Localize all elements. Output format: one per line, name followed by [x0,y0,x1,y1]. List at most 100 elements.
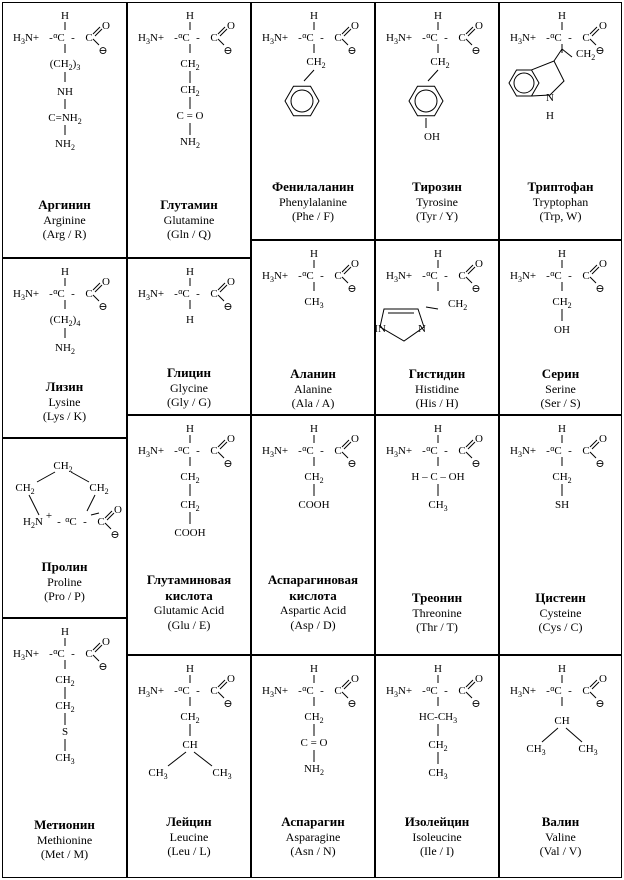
alpha-carbon-label: αC [53,647,65,660]
abbreviation: (Ala / A) [291,395,335,410]
english-name: Proline [47,574,82,589]
structure-formula: HH3​N+-αC-CO⊖CH2​OH [386,10,483,143]
amino-acid-cell: CH2​CH2​CH2​H2​N+αC--CO⊖ПролинProline(Pr… [2,438,127,618]
bond-dash: - [546,685,550,697]
group-label: CH3​ [304,296,323,310]
amine-group-label: H3​N+ [262,32,288,46]
amino-acid-cell: HH3​N+-αC-CO⊖(CH2​)3​NHC=NH2​NH2​Аргинин… [2,2,127,258]
double-bond [343,441,352,450]
alpha-h-label: H [61,10,69,22]
double-bond [591,681,600,690]
structure-formula: HH3​N+-αC-CO⊖(CH2​)3​NHC=NH2​NH2​ [13,10,110,152]
carboxyl-carbon-label: C [334,32,341,44]
negative-charge-label: ⊖ [223,458,232,470]
english-name: Serine [545,381,576,396]
bond-dash: - [71,288,75,300]
amine-group-label: H3​N+ [386,270,412,284]
group-label: CH2​ [180,499,199,513]
ring-ch2-label: CH2​ [15,482,34,496]
alpha-carbon-label: αC [550,444,562,457]
double-bond [92,282,101,291]
double-bond [341,439,350,448]
russian-name: Метионин [34,817,95,832]
bond-dash: - [546,32,550,44]
bond [565,727,583,743]
abbreviation: (Lys / K) [42,408,87,423]
double-bond [467,441,476,450]
bond-dash: - [320,32,324,44]
bond-dash: - [568,685,572,697]
ring-h-label: H [546,110,554,122]
bond-dash: - [174,445,178,457]
english-name: Arginine [43,212,86,227]
english-name: Glutamic Acid [153,603,225,618]
alpha-h-label: H [558,248,566,260]
english-name: Glutamine [163,212,215,227]
double-bond [341,679,350,688]
oxygen-label: O [599,258,607,270]
structure-formula: HH3​N+-αC-CO⊖CH2​HNN [376,248,483,342]
bond-dash: - [320,270,324,282]
alpha-h-label: H [310,248,318,260]
oxygen-label: O [102,276,110,288]
alpha-carbon-label: αC [550,684,562,697]
alpha-h-label: H [558,423,566,435]
carboxyl-carbon-label: C [582,685,589,697]
russian-name: Пролин [41,559,88,574]
bond [92,294,100,302]
bond [92,38,100,46]
negative-charge-label: ⊖ [347,45,356,57]
abbreviation: (Tyr / Y) [415,208,459,223]
bond [106,512,115,521]
alpha-carbon-label: αC [65,515,77,528]
bond [92,654,100,662]
atom-label: H [186,314,194,326]
benzene-ring [408,85,444,117]
carboxyl-carbon-label: C [210,32,217,44]
double-bond [219,28,228,37]
carboxyl-carbon-label: C [458,685,465,697]
abbreviation: (Glu / E) [167,617,211,632]
negative-charge-label: ⊖ [471,283,480,295]
russian-name: Триптофан [527,179,594,194]
double-bond [343,28,352,37]
group-label: CH3​ [578,743,597,757]
double-bond [465,679,474,688]
abbreviation: (Gln / Q) [167,226,211,241]
structure-formula: HH3​N+-αC-CO⊖CH3​ [262,248,359,310]
alpha-h-label: H [61,266,69,278]
amine-group-label: H3​N+ [262,445,288,459]
bond-dash: - [422,685,426,697]
double-bond [591,28,600,37]
amine-group-label: H3​N+ [138,445,164,459]
double-bond [591,266,600,275]
oxygen-label: O [475,673,483,685]
abbreviation: (Gly / G) [167,394,211,409]
english-name: Leucine [169,829,209,844]
bond [589,451,597,459]
structure-formula: HH3​N+-αC-CO⊖CH2​CH2​COOH [138,423,235,539]
bond [104,510,113,519]
group-label: CH2​ [55,700,74,714]
bond [341,691,349,699]
bond-dash: - [196,685,200,697]
hydroxyl-label: OH [424,131,440,143]
alpha-carbon-label: αC [178,31,190,44]
alpha-carbon-label: αC [302,31,314,44]
abbreviation: (Arg / R) [42,226,87,241]
carboxyl-carbon-label: C [97,516,104,528]
alpha-carbon-label: αC [426,684,438,697]
group-label: NH2​ [55,138,75,152]
group-label: CH2​ [180,84,199,98]
double-bond [217,679,226,688]
amine-group-label: H3​N+ [386,32,412,46]
